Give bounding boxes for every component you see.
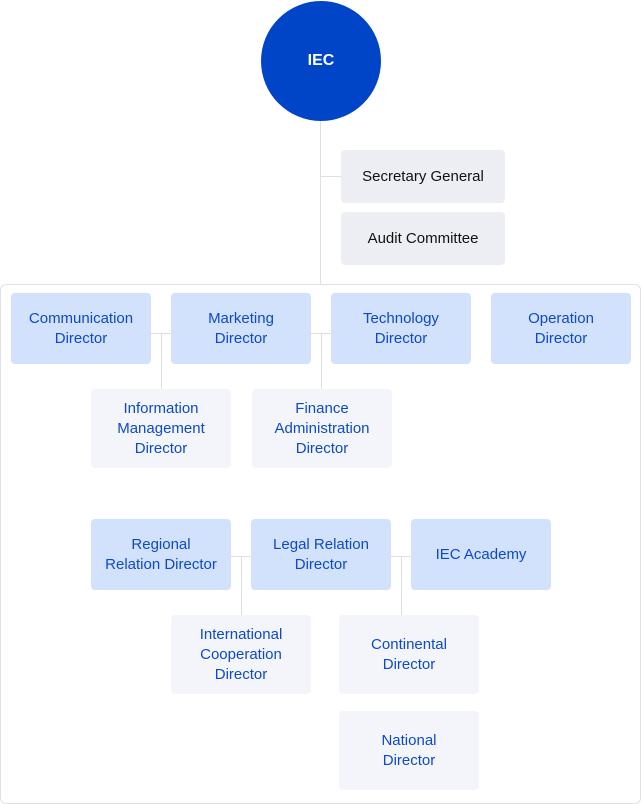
secretary-general-node[interactable]: Secretary General xyxy=(341,150,505,203)
trunk-connector xyxy=(320,121,321,284)
technology-director-node[interactable]: Technology Director xyxy=(331,293,471,364)
connector-to-continental xyxy=(401,556,402,615)
side-connector xyxy=(320,176,341,177)
international-cooperation-director-node[interactable]: International Cooperation Director xyxy=(171,615,311,694)
information-management-director-node[interactable]: Information Management Director xyxy=(91,389,231,468)
legal-relation-director-node[interactable]: Legal Relation Director xyxy=(251,519,391,590)
national-director-node[interactable]: National Director xyxy=(339,711,479,790)
connector-to-finance xyxy=(321,333,322,389)
operation-director-node[interactable]: Operation Director xyxy=(491,293,631,364)
marketing-director-node[interactable]: Marketing Director xyxy=(171,293,311,364)
connector-to-intl-coop xyxy=(241,556,242,615)
continental-director-node[interactable]: Continental Director xyxy=(339,615,479,694)
audit-committee-node[interactable]: Audit Committee xyxy=(341,212,505,265)
connector-to-info-mgmt xyxy=(161,333,162,389)
finance-administration-director-node[interactable]: Finance Administration Director xyxy=(252,389,392,468)
regional-relation-director-node[interactable]: Regional Relation Director xyxy=(91,519,231,590)
root-node-iec[interactable]: IEC xyxy=(261,1,381,121)
iec-academy-node[interactable]: IEC Academy xyxy=(411,519,551,590)
communication-director-node[interactable]: Communication Director xyxy=(11,293,151,364)
